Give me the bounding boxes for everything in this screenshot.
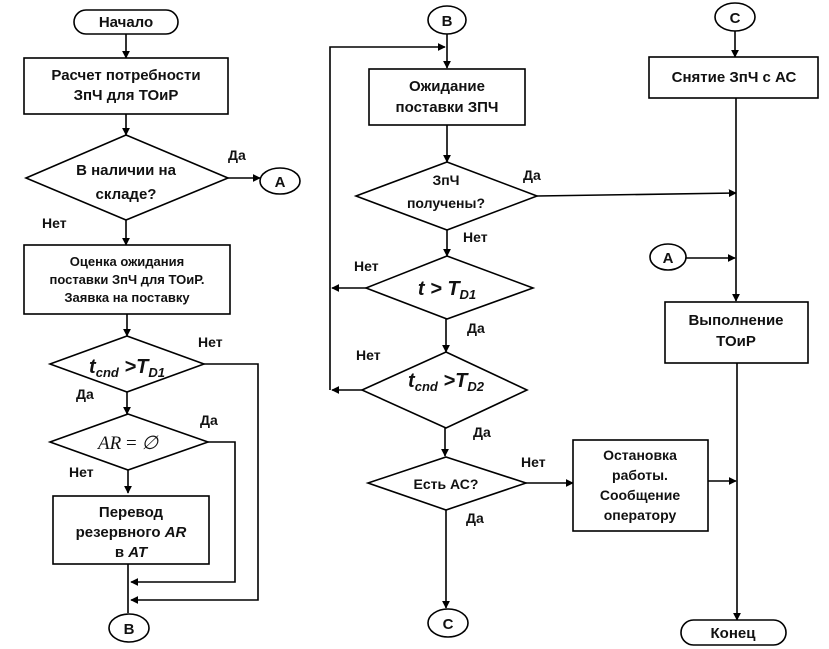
cond2-rhs-sub: D2 (467, 379, 484, 394)
calc-need-line2: ЗпЧ для ТОиР (74, 87, 179, 104)
cond1-yes-label: Да (76, 386, 94, 402)
connector-B-in: B (427, 5, 467, 35)
cond1-rhs-sub: D1 (148, 365, 165, 380)
connector-A-in: A (649, 243, 687, 271)
perform-line1: Выполнение (688, 312, 783, 329)
middle-column: B Ожидание поставки ЗПЧ ЗпЧ получены? Да… (329, 5, 737, 638)
connector-C-in-label: C (730, 10, 741, 27)
cond-t-no-label: Нет (354, 258, 379, 274)
connector-C-in: C (714, 2, 756, 32)
estimate-line3: Заявка на поставку (64, 290, 190, 305)
cond1-op: > (119, 356, 137, 378)
estimate-line2: поставки ЗпЧ для ТОиР. (49, 272, 204, 287)
connector-B-out: B (108, 613, 150, 643)
wait-line1: Ожидание (409, 78, 485, 95)
ar-empty-text: AR = ∅ (96, 433, 159, 454)
estimate-line1: Оценка ожидания (70, 254, 184, 269)
connector-C-out-label: C (443, 616, 454, 633)
in-stock-line2: складе? (96, 186, 157, 203)
has-ac-text: Есть АС? (414, 476, 479, 492)
cond-tcnd-td1-decision: tcnd >TD1 (47, 335, 207, 393)
received-decision: ЗпЧ получены? (353, 161, 540, 231)
wait-line2: поставки ЗПЧ (396, 99, 499, 116)
has-ac-no-label: Нет (521, 454, 546, 470)
transfer-line3-var: AT (127, 544, 149, 561)
start-terminal: Начало (73, 9, 179, 35)
connector-A-out-label: A (275, 174, 286, 191)
cond2-var: t (408, 370, 416, 392)
received-no-label: Нет (463, 229, 488, 245)
received-yes-label: Да (523, 167, 541, 183)
transfer-line2: резервного AR (76, 524, 187, 541)
stop-line2: работы. (612, 467, 668, 483)
cond2-rhs: T (455, 370, 469, 392)
cond1-var: t (89, 356, 97, 378)
cond2-op: > (438, 370, 456, 392)
ar-no-label: Нет (69, 464, 94, 480)
transfer-line2-var: AR (164, 524, 187, 541)
cond2-no-label: Нет (356, 347, 381, 363)
condt-rhs-sub: D1 (460, 287, 477, 302)
transfer-process: Перевод резервного AR в AT (52, 495, 210, 565)
calc-need-line1: Расчет потребности (51, 67, 200, 84)
in-stock-decision: В наличии на складе? (23, 134, 231, 221)
ar-lhs: AR (96, 433, 122, 454)
cond-tcnd-td2-text: tcnd >TD2 (408, 370, 485, 394)
edge-cond1-no-to-B (130, 363, 259, 604)
calc-need-process: Расчет потребности ЗпЧ для ТОиР (23, 57, 229, 115)
connector-B-in-label: B (442, 13, 453, 30)
cond2-sub: cnd (415, 379, 439, 394)
connector-B-out-label: B (124, 621, 135, 638)
cond-tcnd-td1-text: tcnd >TD1 (89, 356, 165, 380)
start-label: Начало (99, 14, 153, 31)
in-stock-line1: В наличии на (76, 162, 177, 179)
stop-line1: Остановка (603, 447, 677, 463)
ar-rhs: ∅ (141, 433, 159, 454)
has-ac-decision: Есть АС? (365, 456, 529, 511)
wait-process: Ожидание поставки ЗПЧ (368, 68, 526, 126)
left-column: Начало Расчет потребности ЗпЧ для ТОиР В… (23, 9, 301, 643)
ar-empty-decision: AR = ∅ (47, 413, 211, 471)
end-terminal: Конец (680, 619, 787, 646)
transfer-line1: Перевод (99, 504, 164, 521)
ar-op: = (121, 433, 141, 454)
ar-yes-label: Да (200, 412, 218, 428)
cond1-no-label: Нет (198, 334, 223, 350)
connector-A-out: A (259, 167, 301, 195)
condt-rhs: T (447, 278, 461, 300)
cond1-rhs: T (136, 356, 150, 378)
edge-loop-back-to-wait (329, 43, 446, 390)
received-line2: получены? (407, 195, 485, 211)
cond-t-td1-text: t > TD1 (418, 278, 476, 302)
connector-A-in-label: A (663, 250, 674, 267)
stop-line3: Сообщение (600, 487, 681, 503)
in-stock-no-label: Нет (42, 215, 67, 231)
condt-op: > (425, 278, 448, 300)
perform-process: Выполнение ТОиР (664, 301, 809, 364)
remove-process: Снятие ЗпЧ с АС (648, 56, 819, 99)
remove-text: Снятие ЗпЧ с АС (672, 69, 797, 86)
stop-line4: оператору (604, 507, 677, 523)
has-ac-yes-label: Да (466, 510, 484, 526)
edge-ar-yes-to-B (130, 441, 236, 586)
received-line1: ЗпЧ (432, 172, 459, 188)
transfer-line2-prefix: резервного (76, 524, 165, 541)
transfer-line3-prefix: в (115, 544, 128, 561)
transfer-line3: в AT (115, 544, 149, 561)
condt-var: t (418, 278, 426, 300)
connector-C-out: C (427, 608, 469, 638)
in-stock-yes-label: Да (228, 147, 246, 163)
cond-tcnd-td2-decision: tcnd >TD2 (360, 351, 529, 429)
end-label: Конец (711, 625, 757, 642)
cond1-sub: cnd (96, 365, 120, 380)
cond2-yes-label: Да (473, 424, 491, 440)
perform-line2: ТОиР (716, 333, 756, 350)
estimate-process: Оценка ожидания поставки ЗпЧ для ТОиР. З… (23, 244, 231, 315)
stop-process: Остановка работы. Сообщение оператору (572, 439, 709, 532)
cond-t-td1-decision: t > TD1 (363, 255, 536, 320)
edge-received-yes-to-perform (536, 189, 737, 198)
right-column: C Снятие ЗпЧ с АС A Выполнение ТОиР Коне… (648, 2, 819, 646)
cond-t-yes-label: Да (467, 320, 485, 336)
